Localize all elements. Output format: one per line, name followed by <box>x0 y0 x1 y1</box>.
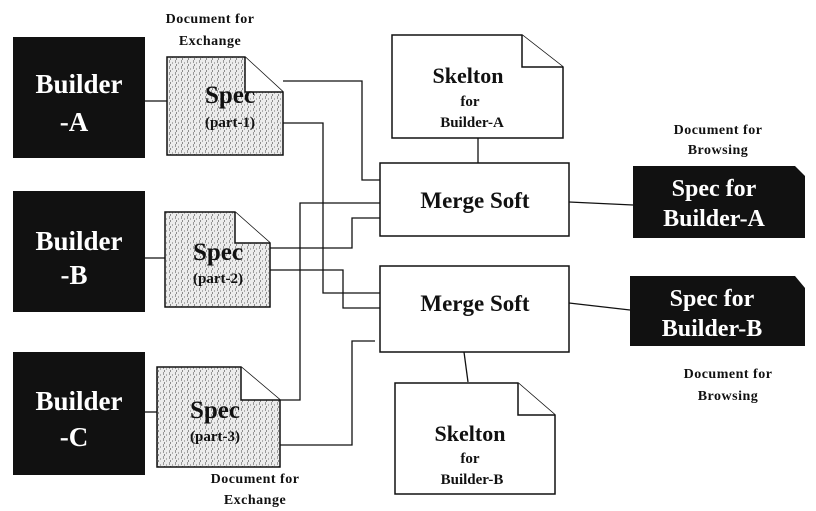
connector-spec3-merge1 <box>280 202 380 401</box>
spec-part-1-label: (part-1) <box>205 115 255 131</box>
connector-spec3-merge2 <box>280 340 375 446</box>
caption-line: Document for <box>166 12 255 27</box>
skeleton-b-fold <box>517 383 555 416</box>
connector-merge2-output-b <box>568 302 631 311</box>
caption-line: Exchange <box>179 34 241 49</box>
skeleton-b-builder: Builder-B <box>441 472 504 488</box>
builder-c-label-line2: -C <box>60 422 89 452</box>
caption-line: Exchange <box>224 493 286 508</box>
builder-b-node: Builder -B <box>13 191 145 312</box>
skeleton-b-document: Skelton for Builder-B <box>394 382 556 495</box>
spec-part-2-document: Spec (part-2) <box>164 211 271 308</box>
connector-spec2-merge2 <box>270 269 380 309</box>
caption-browsing-top: Document for Browsing <box>674 123 763 158</box>
merge-soft-2-label: Merge Soft <box>420 291 530 316</box>
output-spec-b-line1: Spec for <box>670 286 755 312</box>
builder-c-node: Builder -C <box>13 352 145 475</box>
output-spec-a-shape <box>633 166 805 238</box>
builder-c-box <box>13 352 145 475</box>
connectors <box>145 80 634 446</box>
connector-skeleton-b-merge2 <box>463 351 469 383</box>
skeleton-a-for: for <box>460 94 479 110</box>
skeleton-b-for: for <box>460 451 479 467</box>
spec-part-2-title: Spec <box>193 239 243 266</box>
spec-part-2-label: (part-2) <box>193 271 243 287</box>
builder-c-label-line1: Builder <box>35 386 122 416</box>
caption-line: Document for <box>674 123 763 138</box>
builder-b-label-line1: Builder <box>35 226 122 256</box>
skeleton-a-shape <box>391 34 564 139</box>
skeleton-a-fold <box>521 35 563 68</box>
spec-part-3-title: Spec <box>190 397 240 424</box>
skeleton-b-title: Skelton <box>435 421 506 446</box>
skeleton-a-title: Skelton <box>433 63 504 88</box>
caption-exchange-top: Document for Exchange <box>166 12 255 49</box>
output-spec-b-shape <box>630 276 805 346</box>
builder-a-label-line2: -A <box>60 107 89 137</box>
output-spec-a-document: Spec for Builder-A <box>633 166 805 238</box>
caption-line: Browsing <box>698 389 759 404</box>
caption-line: Document for <box>684 367 773 382</box>
merge-soft-1-box <box>379 162 570 237</box>
merge-soft-1-node: Merge Soft <box>379 162 570 237</box>
skeleton-b-shape <box>394 382 556 495</box>
spec-part-3-fold <box>240 367 280 401</box>
connector-spec1-merge1 <box>283 80 380 181</box>
connector-merge1-output-a <box>568 201 634 206</box>
spec-part-2-fold <box>234 212 270 244</box>
output-spec-a-line1: Spec for <box>672 176 757 202</box>
caption-exchange-bottom: Document for Exchange <box>211 472 300 508</box>
skeleton-a-builder: Builder-A <box>440 115 504 131</box>
output-spec-b-document: Spec for Builder-B <box>630 276 805 346</box>
builder-a-node: Builder -A <box>13 37 145 158</box>
caption-line: Document for <box>211 472 300 487</box>
builder-b-label-line2: -B <box>61 260 88 290</box>
spec-part-3-document: Spec (part-3) <box>156 366 281 468</box>
connector-spec2-merge1 <box>270 217 380 249</box>
caption-browsing-bottom: Document for Browsing <box>684 367 773 404</box>
merge-soft-2-box <box>379 265 570 353</box>
spec-part-1-title: Spec <box>205 82 255 109</box>
spec-part-1-document: Spec (part-1) <box>166 56 284 156</box>
builder-a-box <box>13 37 145 158</box>
output-spec-a-line2: Builder-A <box>663 206 765 232</box>
caption-line: Browsing <box>688 143 749 158</box>
builder-a-label-line1: Builder <box>35 69 122 99</box>
spec-part-3-label: (part-3) <box>190 429 240 445</box>
connector-spec1-merge2 <box>283 122 380 294</box>
skeleton-a-document: Skelton for Builder-A <box>391 34 564 139</box>
builder-b-box <box>13 191 145 312</box>
merge-soft-1-label: Merge Soft <box>420 188 530 213</box>
output-spec-b-line2: Builder-B <box>662 316 762 342</box>
merge-soft-2-node: Merge Soft <box>379 265 570 353</box>
spec-part-1-fold <box>244 57 283 93</box>
